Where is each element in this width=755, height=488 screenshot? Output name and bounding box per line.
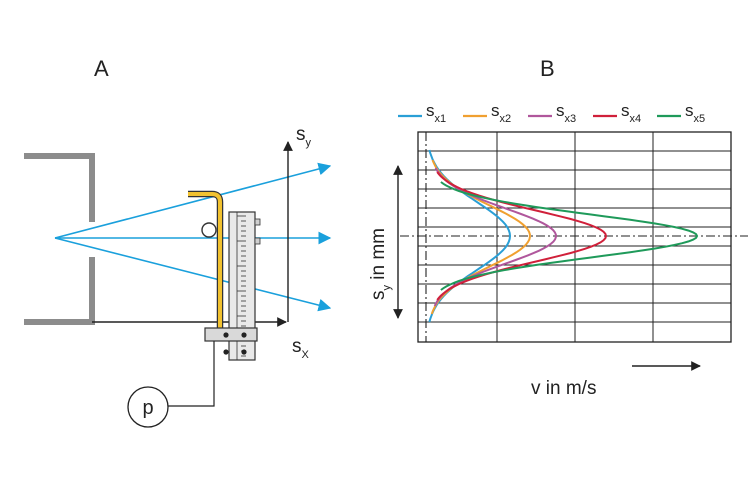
x-axis-label: v in m/s (531, 378, 596, 399)
probe-clamp (204, 327, 258, 355)
sy-axis-label: sy (296, 124, 312, 149)
svg-text:sx4: sx4 (621, 101, 641, 125)
panel-a: A sy sX (24, 56, 332, 428)
panel-b-label: B (540, 56, 555, 81)
sx-axis-label: sX (292, 336, 310, 361)
probe-tip (201, 222, 217, 238)
svg-text:sx3: sx3 (556, 101, 576, 125)
panel-b: B sx1 sx2 sx3 sx4 sx5 (368, 56, 748, 399)
pitot-probe (188, 190, 224, 330)
panel-a-label: A (94, 56, 109, 81)
jet-ray-upper (54, 162, 332, 239)
profile-sx5 (440, 181, 699, 291)
gauge-line (168, 341, 215, 407)
profile-sx4 (436, 171, 608, 301)
velocity-profiles (428, 149, 699, 323)
legend: sx1 sx2 sx3 sx4 sx5 (398, 101, 705, 125)
legend-item: sx3 (528, 101, 576, 125)
legend-item: sx5 (657, 101, 705, 125)
plot-grid (417, 131, 732, 343)
legend-item: sx2 (463, 101, 511, 125)
svg-text:sx2: sx2 (491, 101, 511, 125)
legend-item: sx1 (398, 101, 446, 125)
jet-ray-lower (54, 237, 332, 312)
svg-text:sx5: sx5 (685, 101, 705, 125)
profile-sx3 (433, 167, 557, 307)
pressure-gauge-label: p (142, 397, 153, 419)
svg-text:sx1: sx1 (426, 101, 446, 125)
pressure-gauge (127, 386, 169, 428)
y-axis-label: sy in mm (368, 228, 393, 300)
jet-rays (54, 162, 332, 312)
legend-item: sx4 (593, 101, 641, 125)
